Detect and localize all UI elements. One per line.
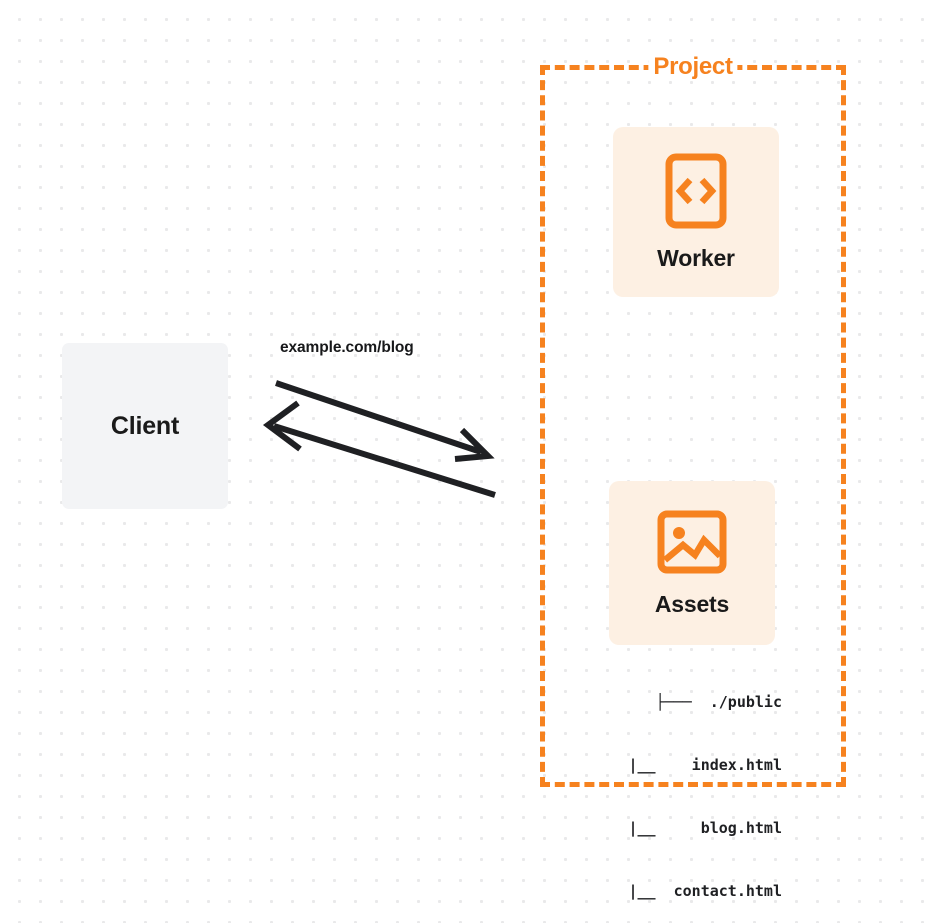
image-icon (657, 510, 727, 573)
project-title: Project (648, 53, 738, 81)
request-arrow (275, 380, 495, 462)
assets-node[interactable]: Assets (609, 481, 775, 645)
connection-arrows (262, 380, 496, 498)
client-node: Client (62, 343, 228, 509)
project-container: Project (540, 53, 846, 787)
worker-node[interactable]: Worker (613, 127, 779, 297)
assets-file-tree: ├─── ./public |__ index.html |__ blog.ht… (560, 650, 782, 923)
connection-label: example.com/blog (280, 339, 414, 356)
file-tree-row: |__ blog.html (628, 819, 782, 837)
worker-label: Worker (657, 244, 735, 271)
file-tree-row: |__ index.html (628, 756, 782, 774)
file-tree-row: ├─── ./public (655, 693, 782, 711)
code-brackets-icon (665, 153, 727, 228)
assets-label: Assets (654, 590, 730, 617)
client-label: Client (110, 411, 180, 440)
file-tree-row: |__ contact.html (628, 882, 782, 900)
response-arrow (262, 400, 496, 498)
